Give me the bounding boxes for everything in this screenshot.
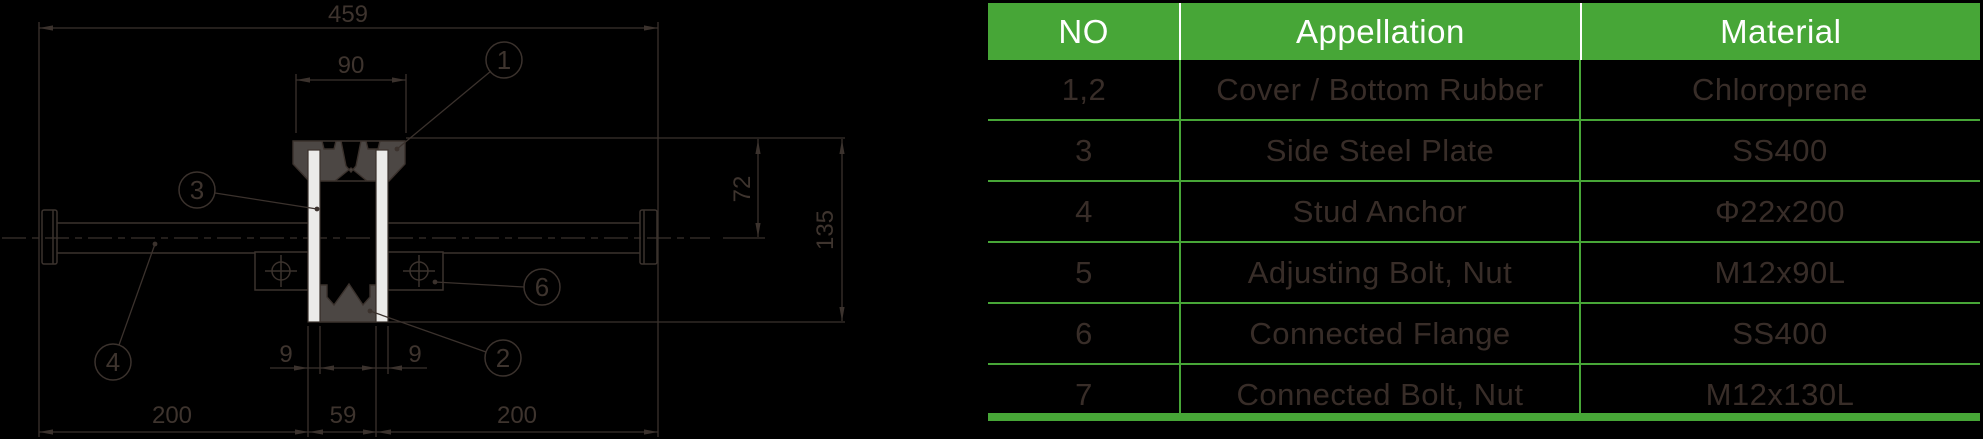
dim-200-left: 200 — [152, 402, 192, 429]
table-row: 4 Stud Anchor Φ22x200 — [988, 180, 1980, 241]
dim-200-right: 200 — [497, 402, 537, 429]
parts-table-header: NO Appellation Material — [988, 3, 1980, 60]
balloon-3-label: 3 — [190, 175, 204, 205]
connected-flange-left — [254, 251, 309, 291]
balloon-6: 6 — [523, 268, 561, 306]
cell-material: M12x130L — [1705, 376, 1855, 412]
table-bottom-border — [988, 413, 1980, 421]
dim-90: 90 — [338, 52, 365, 79]
header-no: NO — [1058, 12, 1109, 50]
dim-135: 135 — [812, 210, 839, 250]
cell-appellation: Connected Flange — [1249, 315, 1511, 351]
table-row: 7 Connected Bolt, Nut M12x130L — [988, 363, 1980, 424]
cell-material: SS400 — [1732, 132, 1828, 168]
balloon-leaders — [118, 70, 525, 353]
rod-end-plate-right — [639, 209, 658, 265]
leader-dots — [152, 146, 438, 314]
dim-arrowheads — [39, 25, 845, 435]
cell-no: 1,2 — [1061, 71, 1107, 107]
balloon-2-label: 2 — [496, 343, 510, 373]
connected-flange-right — [387, 251, 444, 291]
cell-no: 4 — [1075, 193, 1093, 229]
balloon-1-label: 1 — [497, 45, 511, 75]
balloon-3: 3 — [178, 171, 216, 209]
cell-no: 7 — [1075, 376, 1093, 412]
balloon-1: 1 — [485, 41, 523, 79]
cell-material: SS400 — [1732, 315, 1828, 351]
table-row: 5 Adjusting Bolt, Nut M12x90L — [988, 241, 1980, 302]
rod-end-plate-left — [41, 209, 58, 265]
cell-appellation: Side Steel Plate — [1265, 132, 1495, 168]
dim-72: 72 — [729, 176, 756, 203]
balloon-6-label: 6 — [535, 272, 549, 302]
parts-table-body: 1,2 Cover / Bottom Rubber Chloroprene 3 … — [988, 60, 1980, 424]
cell-no: 5 — [1075, 254, 1093, 290]
balloon-2: 2 — [484, 339, 522, 377]
table-row: 1,2 Cover / Bottom Rubber Chloroprene — [988, 60, 1980, 119]
cell-material: Chloroprene — [1691, 71, 1869, 107]
bottom-rubber-profile — [319, 282, 377, 323]
table-row: 6 Connected Flange SS400 — [988, 302, 1980, 363]
header-material: Material — [1579, 3, 1980, 60]
expansion-joint-drawing: 1 2 3 4 6 459 90 200 59 200 9 9 72 135 — [2, 1, 845, 437]
table-column-divider-2 — [1579, 60, 1581, 415]
cell-material: Φ22x200 — [1715, 193, 1845, 229]
balloon-4-label: 4 — [106, 347, 120, 377]
cell-no: 3 — [1075, 132, 1093, 168]
dim-9-right: 9 — [408, 341, 421, 368]
side-steel-plate-right — [375, 149, 389, 323]
cell-no: 6 — [1075, 315, 1093, 351]
stud-anchor-rod — [57, 222, 640, 254]
dim-9-left: 9 — [279, 341, 292, 368]
cell-appellation: Connected Bolt, Nut — [1236, 376, 1524, 412]
cell-appellation: Cover / Bottom Rubber — [1216, 71, 1544, 107]
balloon-4: 4 — [94, 343, 132, 381]
parts-table: NO Appellation Material 1,2 Cover / Bott… — [988, 3, 1980, 421]
dim-459: 459 — [328, 1, 368, 28]
table-row: 3 Side Steel Plate SS400 — [988, 119, 1980, 180]
header-appellation: Appellation — [1179, 3, 1579, 60]
side-steel-plate-left — [307, 149, 321, 323]
cell-appellation: Stud Anchor — [1292, 193, 1468, 229]
cell-appellation: Adjusting Bolt, Nut — [1247, 254, 1513, 290]
cell-material: M12x90L — [1714, 254, 1846, 290]
table-column-divider-1 — [1179, 60, 1181, 415]
dim-59: 59 — [330, 402, 357, 429]
